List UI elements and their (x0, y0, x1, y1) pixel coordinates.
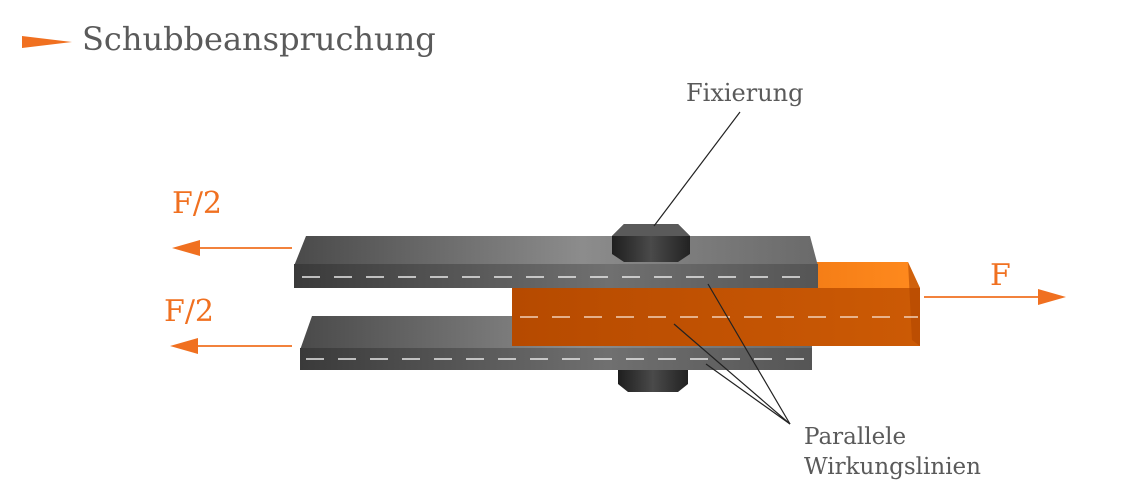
page-title: Schubbeanspruchung (82, 20, 436, 58)
top-plate (294, 236, 818, 288)
force-arrow-top-left (172, 240, 292, 256)
parallel-label-line-2: Wirkungslinien (804, 454, 981, 480)
top-bolt-highlight (612, 224, 690, 236)
force-arrow-bottom-left (170, 338, 292, 354)
parallel-label-line-1: Parallele (804, 424, 907, 450)
leader-line-parallel-2 (673, 323, 791, 425)
force-label-bottom-left: F/2 (164, 294, 215, 329)
leader-line-fixation (653, 111, 741, 227)
triangle-pennant-icon (22, 36, 72, 48)
leader-line-parallel-3 (705, 363, 791, 425)
force-arrow-right (924, 289, 1066, 305)
force-label-top-left: F/2 (172, 186, 223, 221)
bottom-bolt-head (618, 368, 688, 392)
fixation-label: Fixierung (686, 79, 804, 107)
leader-line-parallel-1 (707, 283, 791, 425)
force-label-right: F (990, 258, 1011, 293)
